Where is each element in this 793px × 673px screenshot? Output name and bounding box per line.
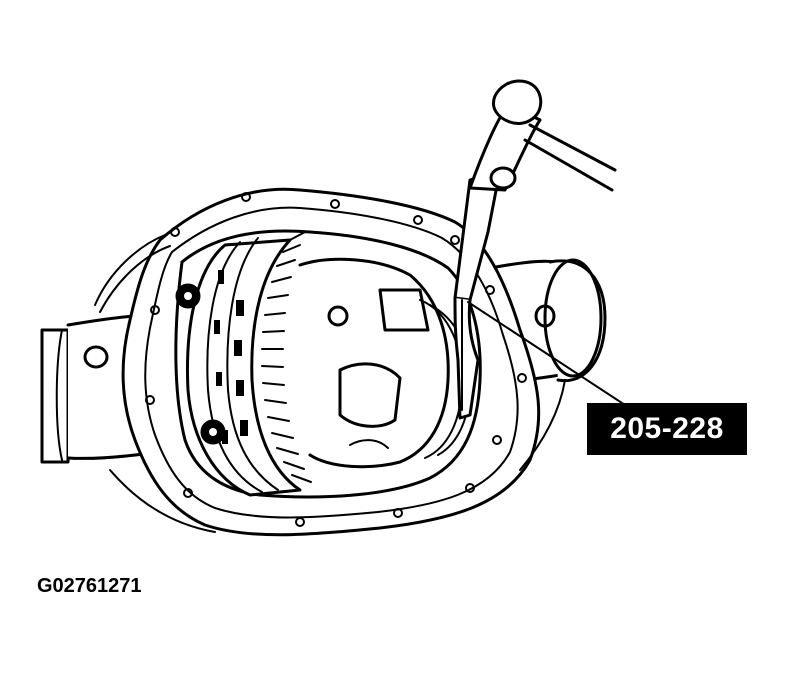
tool-number-callout: 205-228: [587, 403, 747, 455]
flange-bolt-holes: [145, 192, 527, 527]
special-tool: [453, 79, 617, 420]
figure-id-label: G02761271: [37, 575, 142, 597]
bearing-cap-bolts: [175, 283, 226, 445]
callout-leader-line: [467, 301, 626, 406]
differential-case: [298, 257, 471, 469]
